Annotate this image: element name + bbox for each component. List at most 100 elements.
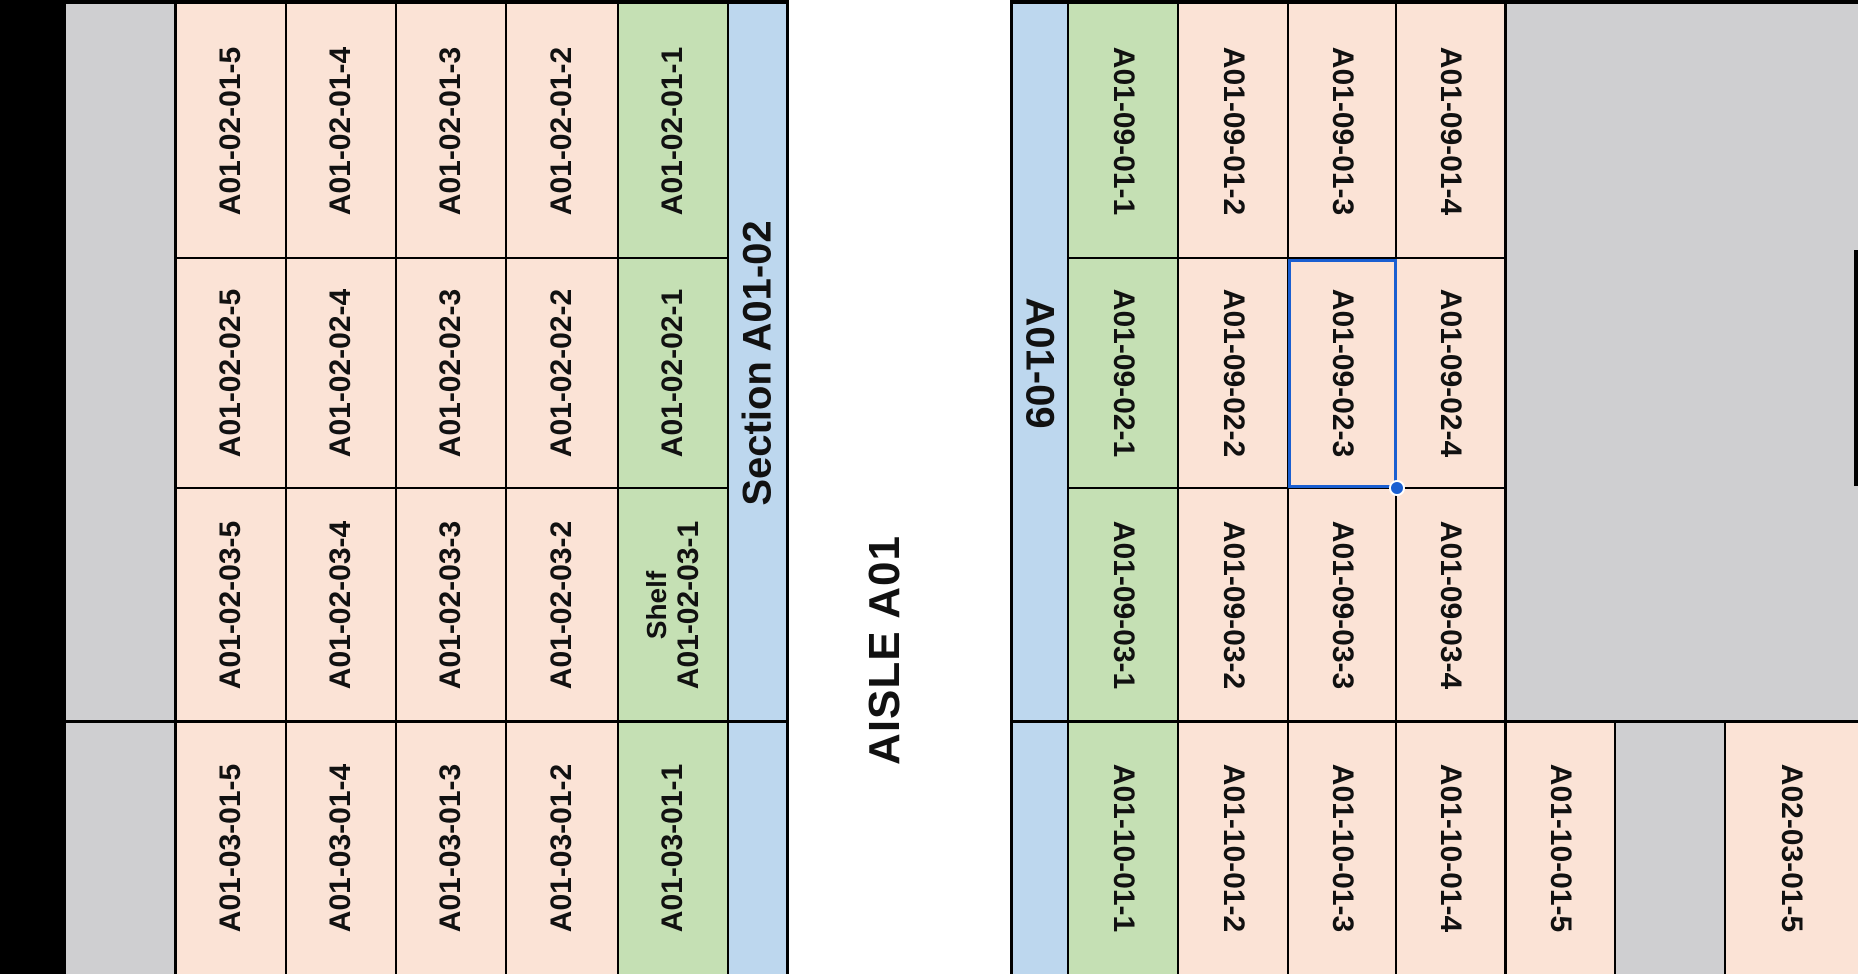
grid-line (786, 0, 789, 974)
bin-label: A01-09-01-1 (1107, 46, 1140, 216)
bin-cell[interactable]: A01-09-01-2 (1178, 4, 1288, 258)
grid-line (1724, 722, 1726, 974)
bin-cell[interactable]: A01-02-03-4 (286, 488, 396, 722)
grid-line (176, 257, 728, 259)
bin-cell[interactable]: A01-03-01-5 (176, 722, 286, 974)
bottom-strip (0, 974, 1858, 978)
grid-line (66, 720, 788, 723)
bin-label: A01-10-01-1 (1107, 763, 1140, 933)
bin-label: A02-03-01-5 (1775, 763, 1809, 933)
bin-cell[interactable]: A01-02-03-3 (396, 488, 506, 722)
bin-label: A01-02-02-2 (545, 288, 578, 458)
bin-cell-first[interactable]: A01-02-02-1 (618, 258, 728, 488)
bin-label: A01-10-01-3 (1326, 763, 1359, 933)
grid-line (727, 0, 729, 974)
bin-label: A01-02-02-4 (324, 288, 357, 458)
aisle-label-area: AISLE A01 (790, 520, 980, 780)
aisle-area[interactable] (788, 0, 1012, 978)
section-label-cell[interactable]: Section A01-02 (728, 4, 788, 722)
bin-cell[interactable]: A01-02-01-2 (506, 4, 618, 258)
shelf-prefix: Shelf (641, 570, 672, 640)
bin-cell-first[interactable]: A01-02-01-1 (618, 4, 728, 258)
bin-cell[interactable]: A01-09-03-4 (1396, 488, 1505, 722)
bin-label: A01-02-03-5 (214, 520, 247, 690)
bin-cell[interactable]: A01-02-03-5 (176, 488, 286, 722)
grid-line (1614, 722, 1616, 974)
bin-cell[interactable]: A01-03-01-2 (506, 722, 618, 974)
bin-cell[interactable]: A01-03-01-4 (286, 722, 396, 974)
bin-cell[interactable]: A01-10-01-4 (1396, 722, 1505, 974)
bin-cell[interactable]: A01-02-02-2 (506, 258, 618, 488)
bin-label: A01-02-01-4 (324, 46, 357, 216)
shelf-cell-first[interactable]: Shelf A01-02-03-1 (618, 488, 728, 722)
section-label-cell-empty[interactable] (728, 722, 788, 974)
bin-label: A01-10-01-4 (1434, 763, 1468, 933)
bin-label: A01-02-01-3 (434, 46, 467, 216)
empty-cell[interactable] (1615, 722, 1725, 974)
bin-label: A01-02-01-1 (656, 46, 689, 216)
bin-label: A01-02-01-5 (214, 46, 247, 216)
bin-cell[interactable]: A01-02-01-4 (286, 4, 396, 258)
right-grey-block[interactable] (1505, 0, 1858, 722)
bin-cell[interactable]: A01-03-01-3 (396, 722, 506, 974)
fill-handle[interactable] (1389, 480, 1405, 496)
bin-cell-first[interactable]: A01-10-01-1 (1068, 722, 1178, 974)
grid-line (285, 0, 287, 974)
bin-cell[interactable]: A01-10-01-3 (1288, 722, 1396, 974)
bin-label: A01-10-01-5 (1544, 763, 1577, 933)
bin-cell-first[interactable]: A01-09-03-1 (1068, 488, 1178, 722)
bin-label: A01-02-03-4 (324, 520, 357, 690)
bin-label: A01-09-03-3 (1326, 520, 1359, 690)
grid-line (66, 0, 788, 4)
bin-cell-first[interactable]: A01-03-01-1 (618, 722, 728, 974)
aisle-label: AISLE A01 (860, 535, 910, 765)
bin-cell-first[interactable]: A01-09-01-1 (1068, 4, 1178, 258)
bin-cell[interactable]: A01-02-02-5 (176, 258, 286, 488)
bin-label: A01-09-01-3 (1326, 46, 1359, 216)
bin-label: A01-02-03-3 (434, 520, 467, 690)
bin-label: A01-02-03-2 (545, 520, 578, 690)
grid-line (395, 0, 397, 974)
left-edge-bar (0, 0, 66, 978)
bin-cell-first[interactable]: A01-09-02-1 (1068, 258, 1178, 488)
grid-line (1010, 720, 1858, 723)
bin-label: A01-02-03-1 (672, 520, 705, 690)
grid-line (617, 0, 619, 974)
bin-label: A01-09-03-1 (1107, 520, 1140, 690)
bin-cell[interactable]: A01-09-02-4 (1396, 258, 1505, 488)
bin-label: A01-09-01-4 (1434, 46, 1468, 216)
bin-cell[interactable]: A01-02-02-3 (396, 258, 506, 488)
bin-cell[interactable]: A01-09-02-2 (1178, 258, 1288, 488)
bin-cell[interactable]: A01-09-01-3 (1288, 4, 1396, 258)
bin-cell[interactable]: A01-02-01-5 (176, 4, 286, 258)
bin-cell[interactable]: A01-09-03-2 (1178, 488, 1288, 722)
bin-label: A01-03-01-2 (545, 763, 578, 933)
bin-cell[interactable]: A01-10-01-2 (1178, 722, 1288, 974)
bin-label: A01-09-03-2 (1217, 520, 1250, 690)
bin-label: A01-09-03-4 (1434, 520, 1468, 690)
grid-line (1010, 0, 1858, 4)
bin-label: A01-02-02-5 (214, 288, 247, 458)
section-label-cell-empty[interactable] (1012, 722, 1068, 974)
left-grey-column[interactable] (66, 0, 176, 978)
bin-cell[interactable]: A01-10-01-5 (1505, 722, 1615, 974)
bin-cell[interactable]: A01-02-01-3 (396, 4, 506, 258)
bin-label: A01-03-01-4 (324, 763, 357, 933)
selected-cell-border[interactable] (1288, 259, 1397, 488)
shelf-label: Shelf A01-02-03-1 (641, 521, 705, 689)
bin-cell[interactable]: A01-09-03-3 (1288, 488, 1396, 722)
bin-label: A01-10-01-2 (1217, 763, 1250, 933)
bin-cell[interactable]: A01-09-01-4 (1396, 4, 1505, 258)
bin-label: A01-03-01-5 (214, 763, 247, 933)
grid-line (1067, 0, 1069, 974)
bin-cell[interactable]: A02-03-01-5 (1725, 722, 1858, 974)
grid-line (1854, 250, 1858, 486)
bin-cell-selected[interactable]: A01-09-02-3 (1288, 258, 1396, 488)
section-label-cell[interactable]: A01-09 (1012, 4, 1068, 722)
bin-cell[interactable]: A01-02-03-2 (506, 488, 618, 722)
bin-cell[interactable]: A01-02-02-4 (286, 258, 396, 488)
grid-line (1504, 0, 1507, 974)
section-label: A01-09 (1018, 297, 1063, 429)
bin-label: A01-09-01-2 (1217, 46, 1250, 216)
bin-label: A01-02-02-3 (434, 288, 467, 458)
